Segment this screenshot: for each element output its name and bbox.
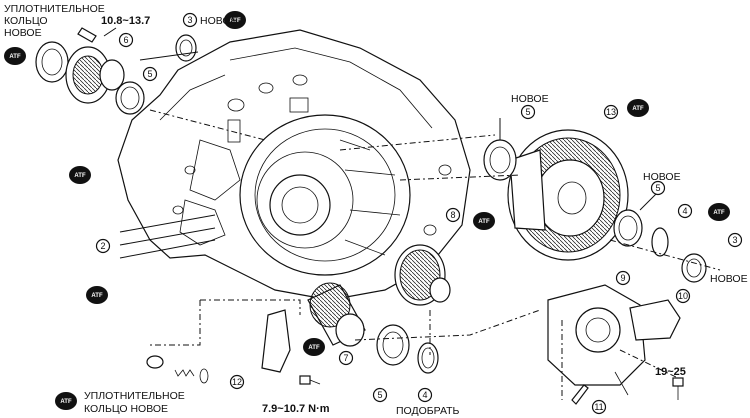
seal-top-line2: КОЛЬЦО	[4, 15, 48, 27]
svg-text:ATF: ATF	[713, 210, 725, 216]
svg-text:8: 8	[450, 210, 455, 220]
atf-badge-4: ATF	[86, 286, 108, 304]
gear-8	[394, 244, 451, 306]
gear-shaft-7	[307, 282, 366, 347]
svg-text:5: 5	[147, 69, 152, 79]
seal-bottom-line1: УПЛОТНИТЕЛЬНОЕ	[84, 390, 185, 402]
svg-text:4: 4	[682, 206, 687, 216]
callout-8: 8	[445, 207, 461, 223]
callout-9: 9	[615, 270, 631, 286]
torque-bottom: 7.9~10.7 N·m	[262, 403, 330, 415]
callout-7: 7	[338, 350, 354, 366]
new-5-far-right: НОВОЕ	[643, 171, 681, 183]
svg-text:ATF: ATF	[632, 106, 644, 112]
svg-text:ATF: ATF	[91, 293, 103, 299]
callout-6: 6	[118, 32, 134, 48]
differential-assembly	[483, 129, 629, 261]
atf-badge-2: ATF	[224, 11, 246, 29]
svg-text:7: 7	[343, 353, 348, 363]
new-3-far-right: НОВОЕ	[710, 273, 748, 285]
svg-text:5: 5	[377, 390, 382, 400]
callout-3-top: 3	[182, 12, 198, 28]
callout-2: 2	[95, 238, 111, 254]
svg-text:6: 6	[123, 35, 128, 45]
sensor-12	[261, 309, 291, 373]
bottom-bolt	[299, 375, 321, 385]
bottom-left-seal-parts	[146, 355, 209, 384]
new-5-right: НОВОЕ	[511, 93, 549, 105]
upper-left-bearing-assembly	[35, 27, 145, 115]
transaxle-case	[117, 29, 471, 301]
seal-bottom-line2: КОЛЬЦО НОВОЕ	[84, 403, 168, 415]
svg-text:ATF: ATF	[74, 173, 86, 179]
callout-5-right: 5	[520, 104, 536, 120]
bolt-11	[571, 384, 589, 405]
svg-text:5: 5	[655, 183, 660, 193]
svg-text:11: 11	[594, 402, 603, 412]
seal-top-line1: УПЛОТНИТЕЛЬНОЕ	[4, 3, 105, 15]
bottom-bearing-and-shim	[376, 324, 439, 374]
seal-3-top	[175, 34, 197, 62]
callout-5-top: 5	[142, 66, 158, 82]
callout-4-bottom: 4	[417, 387, 433, 403]
callout-12: 12	[229, 374, 245, 390]
atf-badge-8: ATF	[303, 338, 325, 356]
seal-top-line3: НОВОЕ	[4, 27, 42, 39]
callout-5-far-right: 5	[650, 180, 666, 196]
atf-badge-5: ATF	[627, 99, 649, 117]
svg-text:13: 13	[606, 107, 616, 117]
torque-top: 10.8~13.7	[101, 15, 150, 27]
atf-badges: ATF ATF ATF ATF ATF ATF ATF ATF ATF	[4, 11, 730, 410]
callouts: 6 5 3 2 5 13 5 4 3 8 9 10 7 12 5 4 11	[95, 12, 743, 415]
svg-text:10: 10	[678, 291, 688, 301]
svg-text:3: 3	[732, 235, 737, 245]
svg-text:ATF: ATF	[60, 399, 72, 405]
right-bearing-stack	[613, 209, 707, 283]
svg-text:4: 4	[422, 390, 427, 400]
leader-lines	[103, 27, 721, 400]
svg-text:ATF: ATF	[308, 345, 320, 351]
callout-4-right: 4	[677, 203, 693, 219]
svg-text:9: 9	[620, 273, 625, 283]
adjust-label: ПОДОБРАТЬ	[396, 405, 460, 417]
right-bolt	[672, 377, 684, 400]
svg-text:12: 12	[232, 377, 242, 387]
bracket-10	[629, 299, 681, 341]
svg-text:2: 2	[100, 241, 105, 251]
callout-3-right: 3	[727, 232, 743, 248]
callout-13: 13	[603, 104, 619, 120]
callout-11: 11	[591, 399, 607, 415]
atf-badge-1: ATF	[4, 47, 26, 65]
svg-text:ATF: ATF	[229, 18, 241, 24]
atf-badge-3: ATF	[69, 166, 91, 184]
callout-10: 10	[675, 288, 691, 304]
cover-9	[547, 284, 646, 396]
callout-5-bottom: 5	[372, 387, 388, 403]
text-labels: УПЛОТНИТЕЛЬНОЕ КОЛЬЦО НОВОЕ 10.8~13.7 НО…	[4, 3, 748, 417]
atf-badge-7: ATF	[708, 203, 730, 221]
svg-text:ATF: ATF	[9, 54, 21, 60]
new-3-top: НОВОЕ	[200, 15, 238, 27]
svg-text:3: 3	[187, 15, 192, 25]
atf-badge-6: ATF	[473, 212, 495, 230]
atf-badge-9: ATF	[55, 392, 77, 410]
svg-text:ATF: ATF	[478, 219, 490, 225]
torque-right: 19~25	[655, 366, 686, 378]
svg-text:5: 5	[525, 107, 530, 117]
